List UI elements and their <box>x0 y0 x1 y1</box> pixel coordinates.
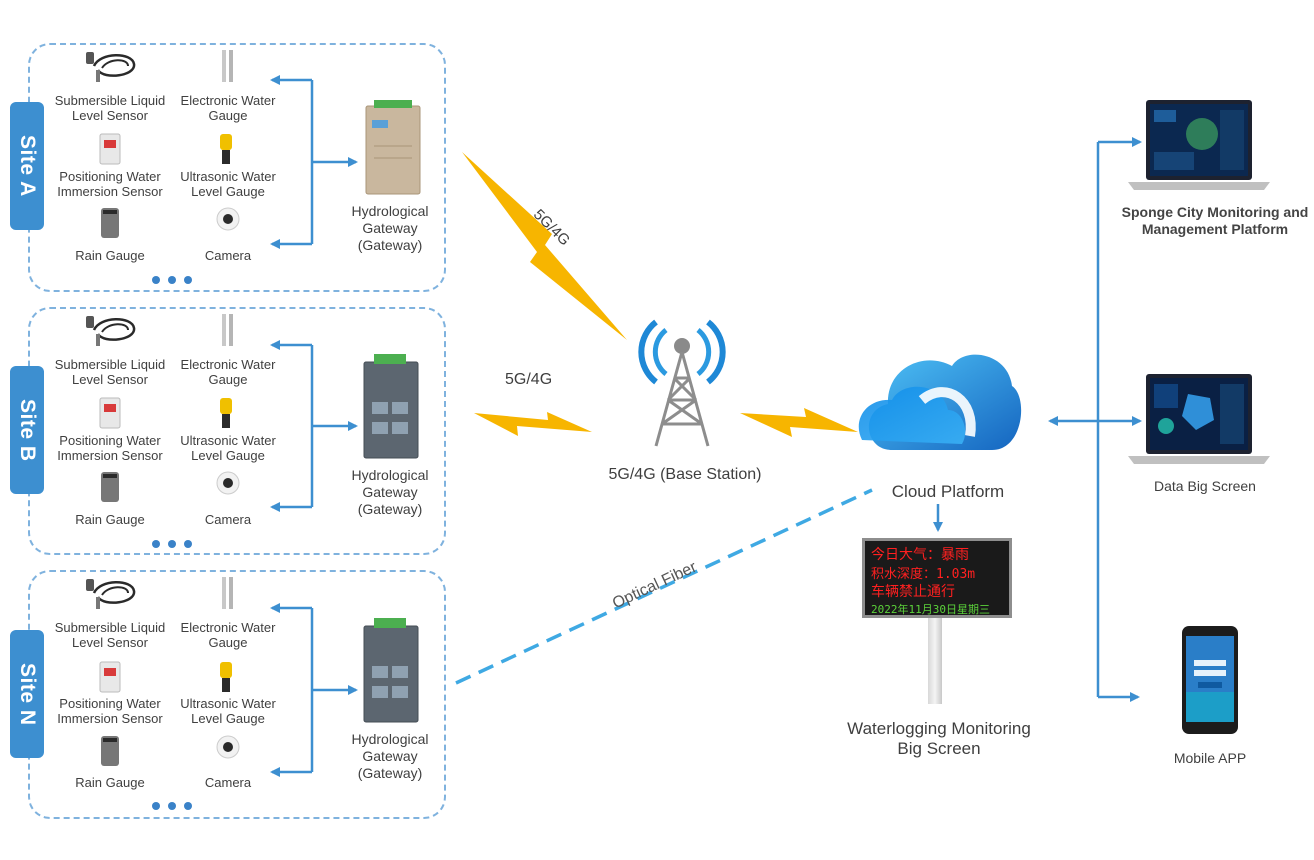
site-b-camera-label: Camera <box>204 512 252 527</box>
site-b-gateway-label: Hydrological Gateway (Gateway) <box>351 467 429 517</box>
site-b-rain-label: Rain Gauge <box>75 512 145 527</box>
sponge-platform-label: Sponge City Monitoring and Management Pl… <box>1121 204 1309 237</box>
site-a-positioning-label: Positioning Water Immersion Sensor <box>57 169 163 199</box>
led-line-4: 2022年11月30日星期三 <box>871 603 990 616</box>
electronic-water-gauge-icon <box>222 50 233 82</box>
output-bracket <box>1048 137 1142 702</box>
ultrasonic-gauge-icon <box>220 662 232 692</box>
submersible-sensor-icon <box>86 579 136 609</box>
cloud-platform-label: Cloud Platform <box>891 482 1005 501</box>
base-station-tower-icon <box>638 319 726 447</box>
mobile-app-label: Mobile APP <box>1173 750 1247 766</box>
site-a-electronic-label: Electronic Water Gauge <box>180 93 276 123</box>
site-b-gateway-icon <box>363 354 419 459</box>
base-station-label: 5G/4G (Base Station) <box>608 466 762 483</box>
lightning-bolt-c <box>740 408 858 437</box>
immersion-sensor-icon <box>99 397 121 429</box>
led-line-3: 车辆禁止通行 <box>871 584 955 600</box>
site-n-submersible-label: Submersible Liquid Level Sensor <box>54 620 166 650</box>
data-screen-label: Data Big Screen <box>1154 478 1256 494</box>
led-line-1: 今日大气：暴雨 <box>871 547 969 563</box>
ultrasonic-gauge-icon <box>220 398 232 428</box>
camera-icon <box>216 471 240 495</box>
immersion-sensor-icon <box>99 133 121 165</box>
site-b-bracket <box>270 340 358 512</box>
waterlogging-led-screen: 今日大气：暴雨 积水深度：1.03m 车辆禁止通行 2022年11月30日星期三 <box>862 538 1012 618</box>
site-n-rain-label: Rain Gauge <box>75 775 145 790</box>
site-a-gateway-icon <box>365 100 421 195</box>
camera-icon <box>216 735 240 759</box>
electronic-water-gauge-icon <box>222 314 233 346</box>
mobile-phone-icon <box>1182 626 1238 734</box>
site-a-more-dots <box>152 276 202 286</box>
ultrasonic-gauge-icon <box>220 134 232 164</box>
site-a-tab: Site A <box>10 102 44 230</box>
site-n-camera-label: Camera <box>204 775 252 790</box>
site-n-electronic-label: Electronic Water Gauge <box>180 620 276 650</box>
site-b-more-dots <box>152 540 202 550</box>
site-n-ultrasonic-label: Ultrasonic Water Level Gauge <box>180 696 276 726</box>
site-n-label: Site N <box>16 662 39 726</box>
cloud-platform-icon <box>858 354 1022 450</box>
lightning-bolt-b <box>474 412 592 436</box>
site-a-rain-label: Rain Gauge <box>75 248 145 263</box>
camera-icon <box>216 207 240 231</box>
waterlogging-label: Waterlogging Monitoring Big Screen <box>847 719 1031 758</box>
rain-gauge-icon <box>101 472 119 502</box>
site-a-bracket <box>270 75 358 249</box>
site-b-submersible-label: Submersible Liquid Level Sensor <box>54 357 166 387</box>
immersion-sensor-icon <box>99 661 121 693</box>
site-b-label: Site B <box>16 398 39 462</box>
site-n-gateway-label: Hydrological Gateway (Gateway) <box>351 731 429 781</box>
lightning-bolt-a <box>462 152 627 340</box>
led-screen-pole <box>928 618 942 704</box>
site-a-ultrasonic-label: Ultrasonic Water Level Gauge <box>180 169 276 199</box>
link-label-wireless-b: 5G/4G <box>505 371 553 388</box>
site-n-more-dots <box>152 802 202 812</box>
site-b-positioning-label: Positioning Water Immersion Sensor <box>57 433 163 463</box>
optical-fiber-line <box>455 488 873 685</box>
site-n-tab: Site N <box>10 630 44 758</box>
led-line-2: 积水深度：1.03m <box>871 567 976 582</box>
site-n-bracket <box>270 603 358 777</box>
laptop-data-screen-icon <box>1128 374 1270 464</box>
laptop-platform-icon <box>1128 100 1270 190</box>
site-a-submersible-label: Submersible Liquid Level Sensor <box>54 93 166 123</box>
site-a-camera-label: Camera <box>204 248 252 263</box>
submersible-sensor-icon <box>86 316 136 346</box>
rain-gauge-icon <box>101 208 119 238</box>
site-a-gateway-label: Hydrological Gateway (Gateway) <box>351 203 429 253</box>
site-a-label: Site A <box>16 135 39 197</box>
site-n-gateway-icon <box>363 618 419 723</box>
rain-gauge-icon <box>101 736 119 766</box>
site-b-ultrasonic-label: Ultrasonic Water Level Gauge <box>180 433 276 463</box>
site-n-positioning-label: Positioning Water Immersion Sensor <box>57 696 163 726</box>
site-b-electronic-label: Electronic Water Gauge <box>180 357 276 387</box>
electronic-water-gauge-icon <box>222 577 233 609</box>
site-b-tab: Site B <box>10 366 44 494</box>
submersible-sensor-icon <box>86 52 136 82</box>
